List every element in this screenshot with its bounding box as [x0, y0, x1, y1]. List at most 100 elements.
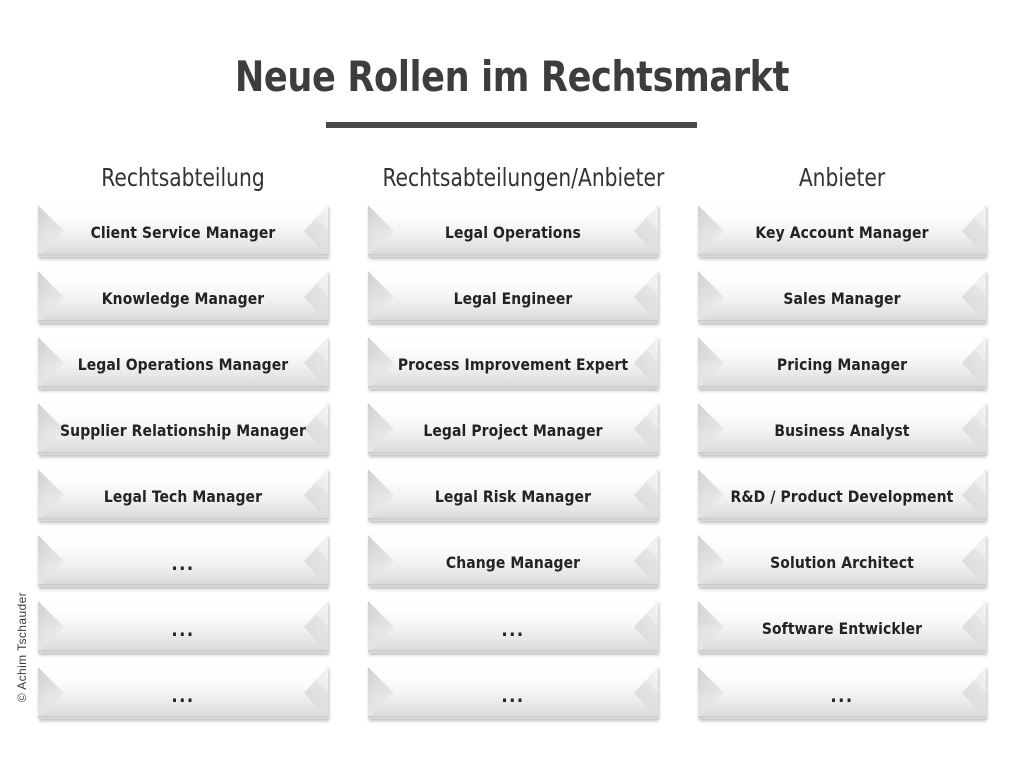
- role-bar-top-highlight: [368, 337, 658, 339]
- role-bar-label: Business Analyst: [774, 420, 910, 440]
- role-bar-top-highlight: [698, 337, 986, 339]
- role-bar-top-highlight: [38, 469, 328, 471]
- role-bar-body: [698, 535, 986, 587]
- role-bar-top-highlight: [38, 667, 328, 669]
- role-bar-body: [698, 205, 986, 257]
- role-bar[interactable]: ...: [38, 667, 328, 719]
- role-bar-body: [38, 667, 328, 719]
- role-bar-top-highlight: [38, 535, 328, 537]
- role-bar-label: Sales Manager: [783, 288, 901, 308]
- role-bar-body: [38, 205, 328, 257]
- role-bar-label: Legal Operations: [445, 222, 581, 242]
- role-bar-body: [38, 403, 328, 455]
- role-bar-body: [38, 337, 328, 389]
- role-bar-label: Process Improvement Expert: [397, 354, 629, 374]
- role-bar-bottom-edge: [368, 320, 658, 323]
- role-bar-label: Solution Architect: [770, 552, 914, 572]
- role-bar-label: Legal Operations Manager: [77, 354, 289, 374]
- role-bar[interactable]: Process Improvement Expert: [368, 337, 658, 389]
- role-bar[interactable]: ...: [698, 667, 986, 719]
- column-header-rechtsabteilungen-anbieter: Rechtsabteilungen/Anbieter: [382, 163, 665, 192]
- role-bar[interactable]: Legal Operations: [368, 205, 658, 257]
- role-bar[interactable]: Legal Engineer: [368, 271, 658, 323]
- role-bar-top-highlight: [38, 337, 328, 339]
- role-bar-top-highlight: [698, 667, 986, 669]
- role-bar-body: [698, 667, 986, 719]
- role-bar-label: Software Entwickler: [761, 618, 923, 638]
- role-bar-body: [368, 271, 658, 323]
- role-bar[interactable]: Supplier Relationship Manager: [38, 403, 328, 455]
- role-bar-body: [368, 667, 658, 719]
- role-bar[interactable]: Client Service Manager: [38, 205, 328, 257]
- role-bar[interactable]: Pricing Manager: [698, 337, 986, 389]
- role-bar-bottom-edge: [368, 716, 658, 719]
- role-bar[interactable]: Key Account Manager: [698, 205, 986, 257]
- role-bar-bottom-edge: [368, 650, 658, 653]
- role-bar-top-highlight: [698, 601, 986, 603]
- role-bar-bottom-edge: [38, 386, 328, 389]
- role-bar[interactable]: Legal Risk Manager: [368, 469, 658, 521]
- role-bar[interactable]: Legal Operations Manager: [38, 337, 328, 389]
- role-bar[interactable]: ...: [368, 667, 658, 719]
- role-bar-placeholder-label: ...: [171, 553, 195, 575]
- role-bar-bottom-edge: [698, 320, 986, 323]
- role-bar-top-highlight: [38, 271, 328, 273]
- role-bar[interactable]: Software Entwickler: [698, 601, 986, 653]
- role-bar[interactable]: Sales Manager: [698, 271, 986, 323]
- role-bar-placeholder-label: ...: [171, 619, 195, 641]
- role-bar[interactable]: R&D / Product Development: [698, 469, 986, 521]
- role-bar-label: Key Account Manager: [755, 222, 929, 242]
- role-bar-top-highlight: [368, 403, 658, 405]
- role-bar-bottom-edge: [38, 584, 328, 587]
- role-bar-body: [38, 469, 328, 521]
- role-bar[interactable]: ...: [38, 535, 328, 587]
- role-bar-bottom-edge: [698, 518, 986, 521]
- role-bar[interactable]: Legal Project Manager: [368, 403, 658, 455]
- role-bar-placeholder-label: ...: [171, 685, 195, 707]
- role-bar-body: [698, 271, 986, 323]
- role-bar-placeholder-label: ...: [501, 685, 525, 707]
- role-bar-label: Legal Project Manager: [423, 420, 603, 440]
- role-bar-bottom-edge: [38, 320, 328, 323]
- role-bar-label: Legal Tech Manager: [103, 486, 263, 506]
- role-bar-body: [368, 535, 658, 587]
- role-bar-label: Legal Risk Manager: [434, 486, 592, 506]
- role-bar-top-highlight: [368, 469, 658, 471]
- role-bar-top-highlight: [698, 403, 986, 405]
- role-bar-bottom-edge: [368, 452, 658, 455]
- role-bar[interactable]: Change Manager: [368, 535, 658, 587]
- role-bar-body: [38, 535, 328, 587]
- role-bar-top-highlight: [38, 601, 328, 603]
- column-header-anbieter: Anbieter: [798, 163, 886, 192]
- role-bar-bottom-edge: [698, 716, 986, 719]
- role-bar-top-highlight: [368, 667, 658, 669]
- role-bar-bottom-edge: [698, 452, 986, 455]
- role-bar[interactable]: Knowledge Manager: [38, 271, 328, 323]
- role-bar-label: R&D / Product Development: [730, 486, 954, 506]
- role-bar-label: Supplier Relationship Manager: [60, 420, 306, 440]
- role-bar-top-highlight: [368, 601, 658, 603]
- role-bar-top-highlight: [368, 205, 658, 207]
- role-bar-body: [368, 205, 658, 257]
- role-bar-body: [698, 403, 986, 455]
- role-bar[interactable]: ...: [38, 601, 328, 653]
- role-bar-body: [698, 469, 986, 521]
- role-bar[interactable]: Business Analyst: [698, 403, 986, 455]
- role-bar[interactable]: Legal Tech Manager: [38, 469, 328, 521]
- role-bar-top-highlight: [698, 535, 986, 537]
- role-bar-label: Change Manager: [445, 552, 581, 572]
- role-bar-bottom-edge: [38, 716, 328, 719]
- role-bar-top-highlight: [698, 271, 986, 273]
- role-bar-bottom-edge: [698, 254, 986, 257]
- role-bar-top-highlight: [368, 535, 658, 537]
- page-title: Neue Rollen im Rechtsmarkt: [234, 52, 790, 101]
- role-bar-body: [38, 271, 328, 323]
- role-bar-label: Legal Engineer: [453, 288, 573, 308]
- role-bar-body: [368, 469, 658, 521]
- role-bar-label: Pricing Manager: [776, 354, 908, 374]
- role-bar[interactable]: Solution Architect: [698, 535, 986, 587]
- role-bar-bottom-edge: [38, 650, 328, 653]
- role-bar[interactable]: ...: [368, 601, 658, 653]
